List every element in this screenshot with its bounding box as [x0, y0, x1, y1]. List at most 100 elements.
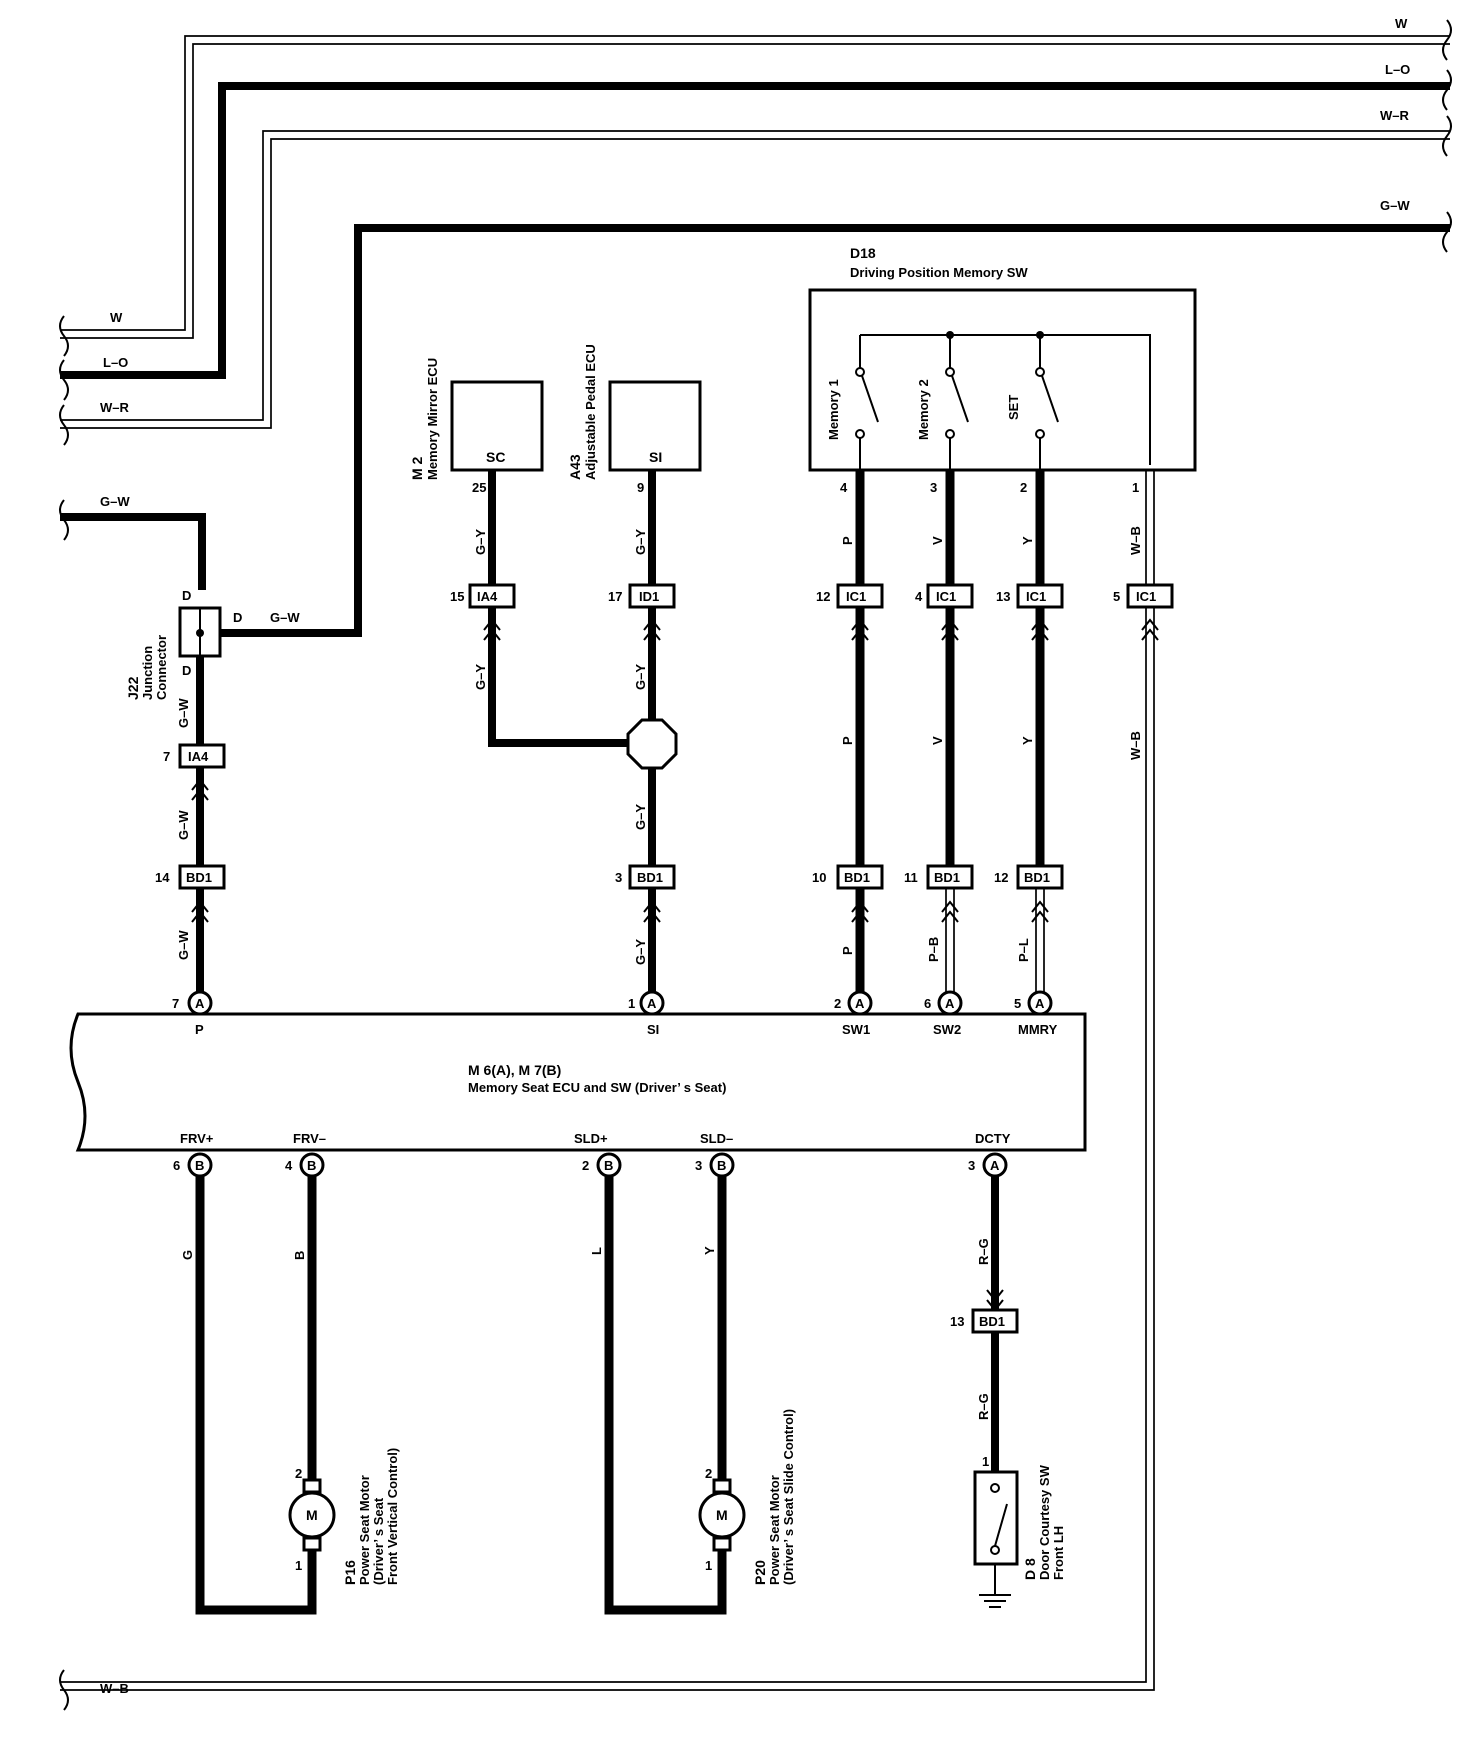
connector-label: IA4: [188, 749, 209, 764]
pin-number: 2: [295, 1466, 302, 1481]
m2-terminal: SC: [486, 449, 505, 465]
wire-label: G–W: [100, 494, 130, 509]
connector-label: IC1: [1136, 589, 1156, 604]
ecu-terminal: SI: [647, 1022, 659, 1037]
pin-number: 12: [994, 870, 1008, 885]
motor-symbol: M: [716, 1507, 728, 1523]
wire-label: G–W: [270, 610, 300, 625]
motor-symbol: M: [306, 1507, 318, 1523]
j22-pin-d: D: [233, 610, 242, 625]
wire-label: W–B: [1128, 526, 1143, 555]
j22-code: J22: [125, 676, 141, 700]
wire-label: W: [110, 310, 123, 325]
pin-number: 12: [816, 589, 830, 604]
wire-label: R–G: [976, 1393, 991, 1420]
pin-number: 13: [950, 1314, 964, 1329]
p20-name: (Driver’ s Seat Slide Control): [781, 1409, 796, 1585]
wire-label: L–O: [103, 355, 128, 370]
pin-number: 1: [628, 996, 635, 1011]
wire-label: B: [292, 1251, 307, 1260]
p16-name: Front Vertical Control): [385, 1448, 400, 1585]
ecu-code: M 6(A), M 7(B): [468, 1062, 561, 1078]
connector-letter: A: [855, 996, 865, 1011]
wire-label: G–Y: [473, 529, 488, 555]
wire-label: G–W: [1380, 198, 1410, 213]
ecu-terminal: MMRY: [1018, 1022, 1058, 1037]
wire-label: G–Y: [633, 939, 648, 965]
ecu-bottom-pins: B 6 B 4 B 2 B 3 A 3: [173, 1152, 1008, 1178]
pin-number: 1: [982, 1454, 989, 1469]
pin-number: 6: [924, 996, 931, 1011]
wire-label: G–Y: [633, 529, 648, 555]
p20-power-seat-motor: L Y M 2 1 P20 Power Seat Motor (Driver’ …: [589, 1176, 796, 1615]
wire-label: W–B: [1128, 731, 1143, 760]
a43-adjustable-pedal-ecu: SI A43 Adjustable Pedal ECU 9 G–Y ID1 17…: [567, 344, 702, 992]
d8-code: D 8: [1022, 1558, 1038, 1580]
wire-label: G–Y: [633, 664, 648, 690]
wire-label: Y: [702, 1246, 717, 1255]
wire-label: Y: [1020, 536, 1035, 545]
wire-label: P: [840, 536, 855, 545]
d18-driving-position-memory-sw: D18 Driving Position Memory SW Memory 1 …: [808, 245, 1197, 495]
m2-memory-mirror-ecu: SC M 2 Memory Mirror ECU 25 G–Y IA4 15 G…: [409, 358, 632, 747]
m2-name: Memory Mirror ECU: [425, 358, 440, 480]
wire-label: V: [930, 736, 945, 745]
connector-letter: A: [945, 996, 955, 1011]
connector-label: ID1: [639, 589, 659, 604]
d18-name: Driving Position Memory SW: [850, 265, 1028, 280]
a43-name: Adjustable Pedal ECU: [583, 344, 598, 480]
right-break-marks: [1442, 19, 1452, 253]
connector-label: BD1: [186, 870, 212, 885]
j22-junction-connector: D D D J22 Junction Connector G–W: [60, 513, 242, 745]
connector-label: BD1: [934, 870, 960, 885]
a43-code: A43: [567, 454, 583, 480]
switch-label: SET: [1006, 395, 1021, 420]
d8-name: Door Courtesy SW: [1037, 1464, 1052, 1580]
connector-label: IC1: [936, 589, 956, 604]
memory-seat-ecu: M 6(A), M 7(B) Memory Seat ECU and SW (D…: [69, 1012, 1087, 1152]
j22-pin-d: D: [182, 588, 191, 603]
pin-number: 2: [1020, 480, 1027, 495]
wire-label: R–G: [976, 1238, 991, 1265]
pin-number: 6: [173, 1158, 180, 1173]
connector-letter: A: [1035, 996, 1045, 1011]
pin-number: 4: [915, 589, 923, 604]
switch-label: Memory 1: [826, 379, 841, 440]
wire-label: P: [840, 736, 855, 745]
wire-label: W–B: [100, 1681, 129, 1696]
pin-number: 3: [968, 1158, 975, 1173]
pin-number: 17: [608, 589, 622, 604]
connector-letter: B: [195, 1158, 204, 1173]
j22-pin-d: D: [182, 663, 191, 678]
pin-number: 13: [996, 589, 1010, 604]
wire-label: G–W: [176, 698, 191, 728]
ecu-terminal: FRV+: [180, 1131, 214, 1146]
pin-number: 2: [834, 996, 841, 1011]
d8-door-courtesy-sw: R–G BD1 13 R–G 1 D 8 Door Courtesy SW Fr…: [950, 1176, 1066, 1608]
pin-number: 3: [695, 1158, 702, 1173]
ecu-terminal: SW2: [933, 1022, 961, 1037]
ecu-name: Memory Seat ECU and SW (Driver’ s Seat): [468, 1080, 726, 1095]
pin-number: 1: [295, 1558, 302, 1573]
connector-label: BD1: [979, 1314, 1005, 1329]
p20-name: Power Seat Motor: [767, 1475, 782, 1585]
a43-terminal: SI: [649, 449, 662, 465]
wire-label: G: [180, 1250, 195, 1260]
pin-number: 7: [163, 749, 170, 764]
wire-label: G–Y: [473, 664, 488, 690]
pin-number: 3: [615, 870, 622, 885]
pin-number: 4: [840, 480, 848, 495]
p16-code: P16: [342, 1560, 358, 1585]
wire-label: W–R: [1380, 108, 1410, 123]
wire-junction-octagon: [626, 718, 678, 770]
bus-wire-labels: W L–O W–R G–W W L–O W–R G–W G–W W–B: [100, 16, 1410, 1696]
pin-number: 7: [172, 996, 179, 1011]
ecu-terminal: SLD+: [574, 1131, 608, 1146]
p16-power-seat-motor: G B M 2 1 P16 Power Seat Motor (Driver’ …: [180, 1176, 400, 1615]
wire-label: G–W: [176, 810, 191, 840]
p16-name: (Driver’ s Seat: [371, 1497, 386, 1585]
pin-number: 25: [472, 480, 486, 495]
pin-number: 3: [930, 480, 937, 495]
pin-number: 1: [705, 1558, 712, 1573]
pin-number: 11: [904, 870, 918, 885]
